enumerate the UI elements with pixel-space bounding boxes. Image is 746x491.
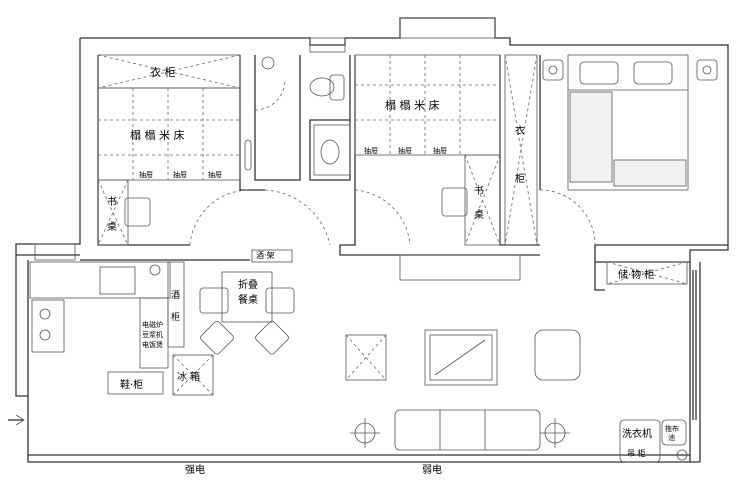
left-bed-label: 榻 榻 米 床 bbox=[130, 129, 185, 142]
middle-wardrobe-label: 柜 bbox=[515, 174, 525, 185]
drawer-label: 抽屉 bbox=[398, 147, 412, 155]
wine-rack-label: 酒·架 bbox=[256, 251, 275, 260]
drawer-label: 抽屉 bbox=[173, 171, 187, 179]
strong-electric-label: 强电 bbox=[185, 465, 205, 476]
kitchen bbox=[29, 249, 295, 396]
left-desk-label: 书 bbox=[107, 197, 117, 208]
hanging-cabinet-label: 吊 柜 bbox=[627, 449, 646, 458]
appliance-label: 豆浆机 bbox=[142, 331, 163, 339]
middle-desk-label: 书 bbox=[474, 186, 484, 197]
left-wardrobe-label: 衣 柜 bbox=[150, 66, 176, 79]
shoe-cabinet-label: 鞋·柜 bbox=[120, 380, 144, 391]
wine-cabinet-label: 酒 bbox=[171, 291, 181, 301]
middle-wardrobe-label: 衣 bbox=[515, 126, 525, 137]
mop-sink-label: 拖布 bbox=[665, 425, 679, 433]
left-bedroom bbox=[97, 54, 351, 246]
middle-desk-label: 桌 bbox=[474, 210, 484, 221]
drawer-label: 抽屉 bbox=[433, 147, 447, 155]
appliance-label: 电饭煲 bbox=[142, 341, 163, 349]
wine-cabinet-label: 柜 bbox=[171, 313, 181, 323]
storage-cabinet-label: 储·物·柜 bbox=[618, 270, 655, 281]
appliance-label: 电磁炉 bbox=[142, 321, 163, 329]
dining-table-label: 餐桌 bbox=[238, 295, 258, 306]
drawer-label: 抽屉 bbox=[208, 171, 222, 179]
drawer-label: 抽屉 bbox=[364, 147, 378, 155]
weak-electric-label: 弱电 bbox=[422, 465, 442, 476]
washer-label: 洗衣机 bbox=[622, 429, 652, 440]
master-bedroom bbox=[542, 54, 718, 285]
drawer-label: 抽屉 bbox=[139, 171, 153, 179]
doors bbox=[189, 79, 596, 246]
living-room bbox=[345, 329, 688, 463]
middle-bed-label: 榻 榻 米 床 bbox=[385, 99, 440, 112]
fridge-label: 冰 箱 bbox=[177, 372, 201, 383]
mop-sink-label: 池 bbox=[668, 434, 675, 442]
dining-table-label: 折叠 bbox=[238, 280, 258, 291]
middle-bedroom bbox=[354, 54, 538, 246]
left-desk-label: 桌 bbox=[107, 222, 117, 233]
